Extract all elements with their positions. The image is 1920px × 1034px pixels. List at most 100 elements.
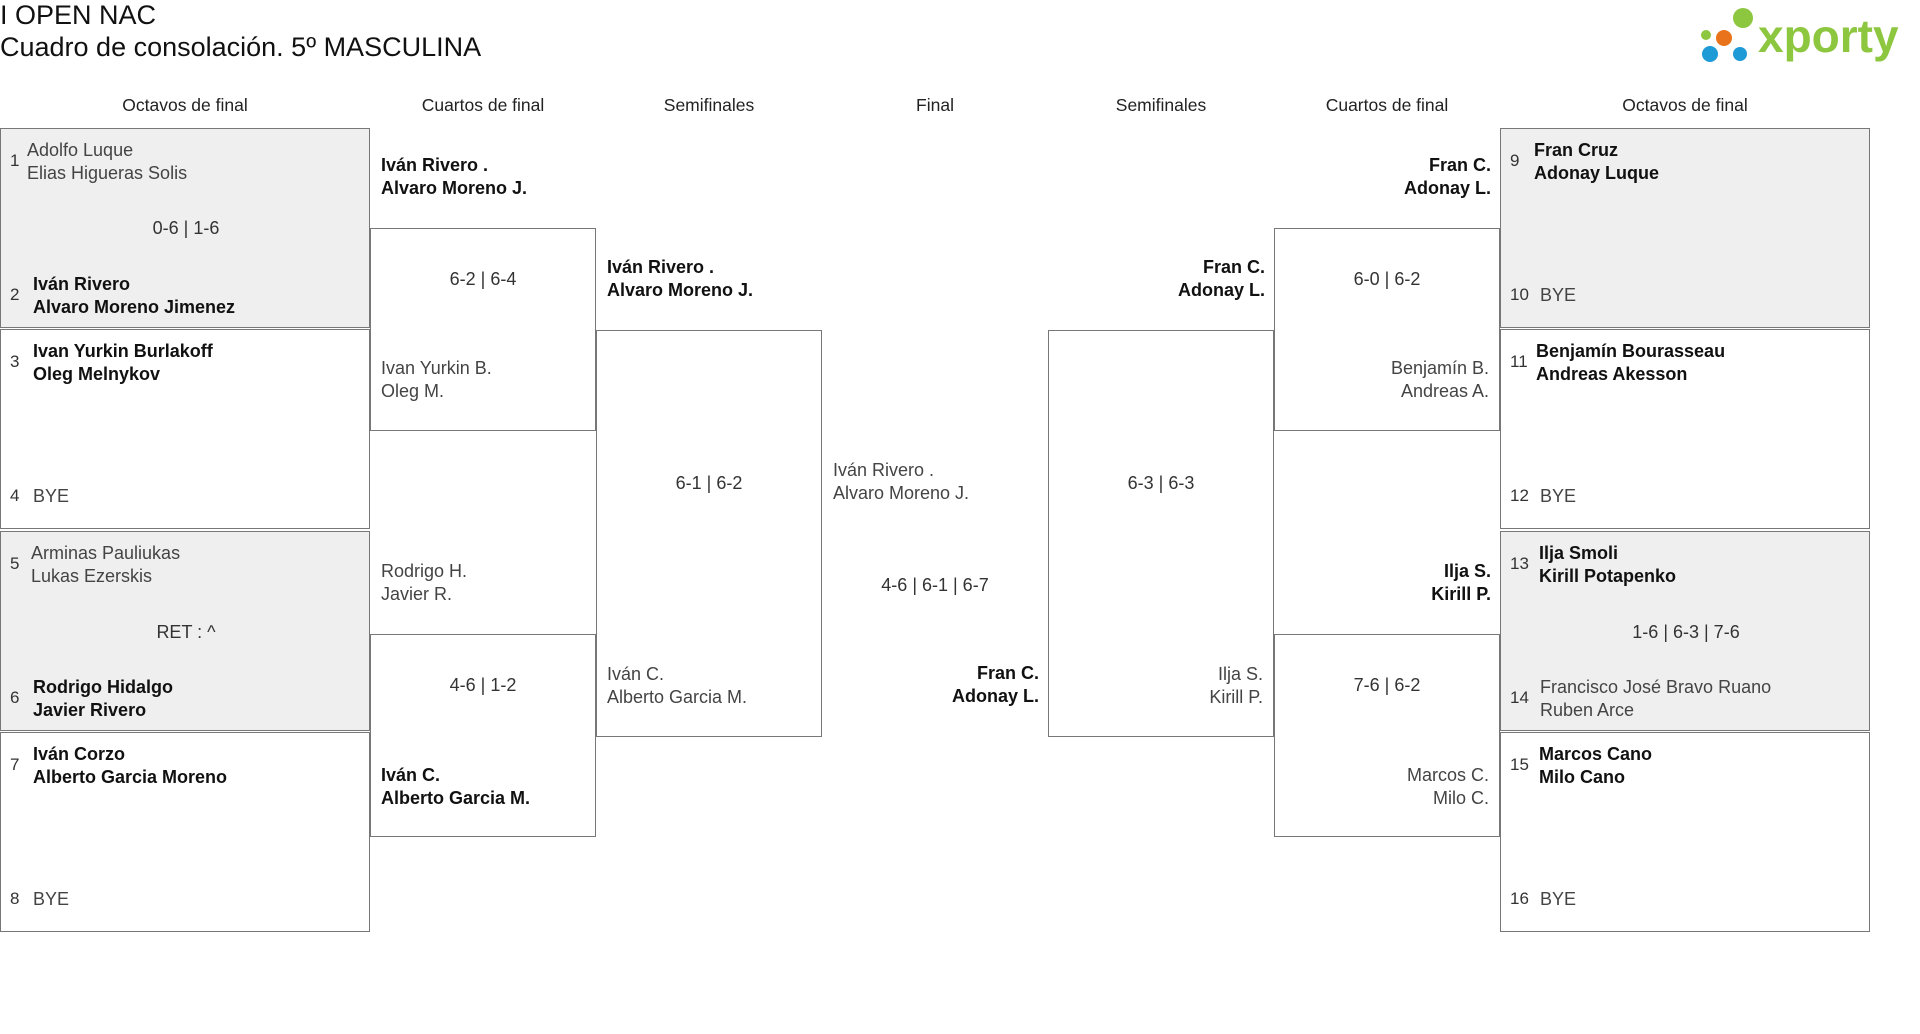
player-name: Oleg M. <box>381 381 445 401</box>
bye-label: BYE <box>1540 285 1577 305</box>
player-name: Ivan Yurkin B. <box>381 358 492 378</box>
sf-team-advanced: Fran C. Adonay L. <box>1178 256 1265 302</box>
player-name: Iván C. <box>607 664 665 684</box>
player-name: Adonay L. <box>951 686 1039 706</box>
team-pair-winner: Ilja Smoli Kirill Potapenko <box>1539 542 1676 588</box>
player-name: Kirill Potapenko <box>1539 566 1677 586</box>
seed-number: 9 <box>1510 151 1520 170</box>
bye-label: BYE <box>33 889 70 909</box>
player-name: Alberto Garcia M. <box>607 687 748 707</box>
team-pair: Iván C. Alberto Garcia M. <box>607 663 747 709</box>
r16-match-3: 5 Arminas Pauliukas Lukas Ezerskis RET :… <box>0 531 370 731</box>
player-name: Lukas Ezerskis <box>31 566 153 586</box>
team-pair-winner: Ivan Yurkin Burlakoff Oleg Melnykov <box>33 340 213 386</box>
player-name: Javier Rivero <box>33 700 147 720</box>
player-name: Marcos Cano <box>1539 744 1653 764</box>
round-header-qf-right: Cuartos de final <box>1325 95 1449 115</box>
r16-match-5: 9 Fran Cruz Adonay Luque 10 BYE <box>1500 128 1870 328</box>
final-team: Iván Rivero . Alvaro Moreno J. <box>833 459 969 505</box>
match-score: 1-6 | 6-3 | 7-6 <box>1632 622 1740 642</box>
match-score: 6-2 | 6-4 <box>449 269 517 289</box>
team-pair: Arminas Pauliukas Lukas Ezerskis <box>31 542 180 588</box>
player-name: Iván C. <box>381 765 441 785</box>
logo-text: xporty <box>1758 10 1899 62</box>
team-pair: Ilja S. Kirill P. <box>1209 663 1263 709</box>
player-name: Marcos C. <box>1406 765 1489 785</box>
match-score: RET : ^ <box>156 622 216 642</box>
seed-number: 7 <box>10 755 20 774</box>
player-name: Adonay L. <box>1177 280 1265 300</box>
seed-number: 14 <box>1510 688 1529 707</box>
team-pair-winner: Iván C. Alberto Garcia M. <box>381 764 530 810</box>
qf-team: Rodrigo H. Javier R. <box>381 560 467 606</box>
team-pair-winner: Iván Rivero Alvaro Moreno Jimenez <box>33 273 235 319</box>
player-name: Elias Higueras Solis <box>27 163 188 183</box>
player-name: Iván Corzo <box>33 744 126 764</box>
final-score: 4-6 | 6-1 | 6-7 <box>881 575 989 595</box>
seed-number: 2 <box>10 285 20 304</box>
team-pair-winner: Benjamín Bourasseau Andreas Akesson <box>1536 340 1725 386</box>
player-name: Fran C. <box>1202 257 1265 277</box>
player-name: Milo Cano <box>1539 767 1625 787</box>
player-name: Alberto Garcia M. <box>381 788 531 808</box>
player-name: Alberto Garcia Moreno <box>33 767 228 787</box>
round-header-sf-right: Semifinales <box>1115 95 1207 115</box>
qf-match-4: 7-6 | 6-2 Marcos C. Milo C. <box>1274 634 1500 837</box>
r16-match-7: 13 Ilja Smoli Kirill Potapenko 1-6 | 6-3… <box>1500 531 1870 731</box>
player-name: Alvaro Moreno J. <box>607 280 754 300</box>
team-pair: Benjamín B. Andreas A. <box>1391 357 1489 403</box>
match-score: 0-6 | 1-6 <box>152 218 220 238</box>
qf-match-2: 4-6 | 1-2 Iván C. Alberto Garcia M. <box>370 634 596 837</box>
qf-team-advanced: Iván Rivero . Alvaro Moreno J. <box>381 154 527 200</box>
player-name: Andreas Akesson <box>1536 364 1688 384</box>
qf-team-advanced: Fran C. Adonay L. <box>1404 154 1491 200</box>
r16-match-2: 3 Ivan Yurkin Burlakoff Oleg Melnykov 4 … <box>0 329 370 529</box>
tournament-title: I OPEN NAC <box>0 0 157 30</box>
seed-number: 11 <box>1510 352 1528 371</box>
xporty-logo[interactable]: xporty <box>1696 4 1920 72</box>
player-name: Alvaro Moreno J. <box>833 483 970 503</box>
player-name: Adonay Luque <box>1534 163 1659 183</box>
r16-match-4: 7 Iván Corzo Alberto Garcia Moreno 8 BYE <box>0 732 370 932</box>
player-name: Ilja S. <box>1217 664 1263 684</box>
player-name: Ilja S. <box>1443 561 1491 581</box>
bye-label: BYE <box>1540 889 1577 909</box>
team-pair-winner: Rodrigo Hidalgo Javier Rivero <box>33 676 173 722</box>
draw-subtitle: Cuadro de consolación. 5º MASCULINA <box>0 32 482 62</box>
team-pair: Ivan Yurkin B. Oleg M. <box>381 357 492 403</box>
player-name: Adonay L. <box>1403 178 1491 198</box>
player-name: Iván Rivero . <box>833 460 935 480</box>
match-score: 7-6 | 6-2 <box>1353 675 1421 695</box>
player-name: Rodrigo H. <box>381 561 468 581</box>
seed-number: 4 <box>10 486 20 505</box>
round-header-final: Final <box>916 95 954 115</box>
final-champion: Fran C. Adonay L. <box>952 662 1039 708</box>
seed-number: 6 <box>10 688 20 707</box>
player-name: Benjamín Bourasseau <box>1536 341 1726 361</box>
player-name: Rodrigo Hidalgo <box>33 677 173 697</box>
bye-label: BYE <box>1540 486 1577 506</box>
player-name: Fran C. <box>1428 155 1491 175</box>
sf-match-right: 6-3 | 6-3 Ilja S. Kirill P. <box>1048 330 1274 737</box>
player-name: Fran Cruz <box>1534 140 1619 160</box>
seed-number: 12 <box>1510 486 1529 505</box>
team-pair: Francisco José Bravo Ruano Ruben Arce <box>1540 676 1771 722</box>
player-name: Javier R. <box>381 584 453 604</box>
player-name: Iván Rivero <box>33 274 131 294</box>
qf-match-1: 6-2 | 6-4 Ivan Yurkin B. Oleg M. <box>370 228 596 431</box>
seed-number: 3 <box>10 352 20 371</box>
team-pair-winner: Fran Cruz Adonay Luque <box>1534 139 1659 185</box>
player-name: Benjamín B. <box>1390 358 1489 378</box>
qf-team-advanced: Ilja S. Kirill P. <box>1431 560 1491 606</box>
bye-label: BYE <box>33 486 70 506</box>
seed-number: 10 <box>1510 285 1529 304</box>
sf-team-advanced: Iván Rivero . Alvaro Moreno J. <box>607 256 753 302</box>
player-name: Ilja Smoli <box>1539 543 1619 563</box>
team-pair: Marcos C. Milo C. <box>1407 764 1489 810</box>
player-name: Kirill P. <box>1431 584 1491 604</box>
player-name: Fran C. <box>976 663 1039 683</box>
player-name: Kirill P. <box>1209 687 1263 707</box>
team-pair-winner: Iván Corzo Alberto Garcia Moreno <box>33 743 227 789</box>
r16-match-1: 1 Adolfo Luque Elias Higueras Solis 0-6 … <box>0 128 370 328</box>
seed-number: 1 <box>10 151 20 170</box>
